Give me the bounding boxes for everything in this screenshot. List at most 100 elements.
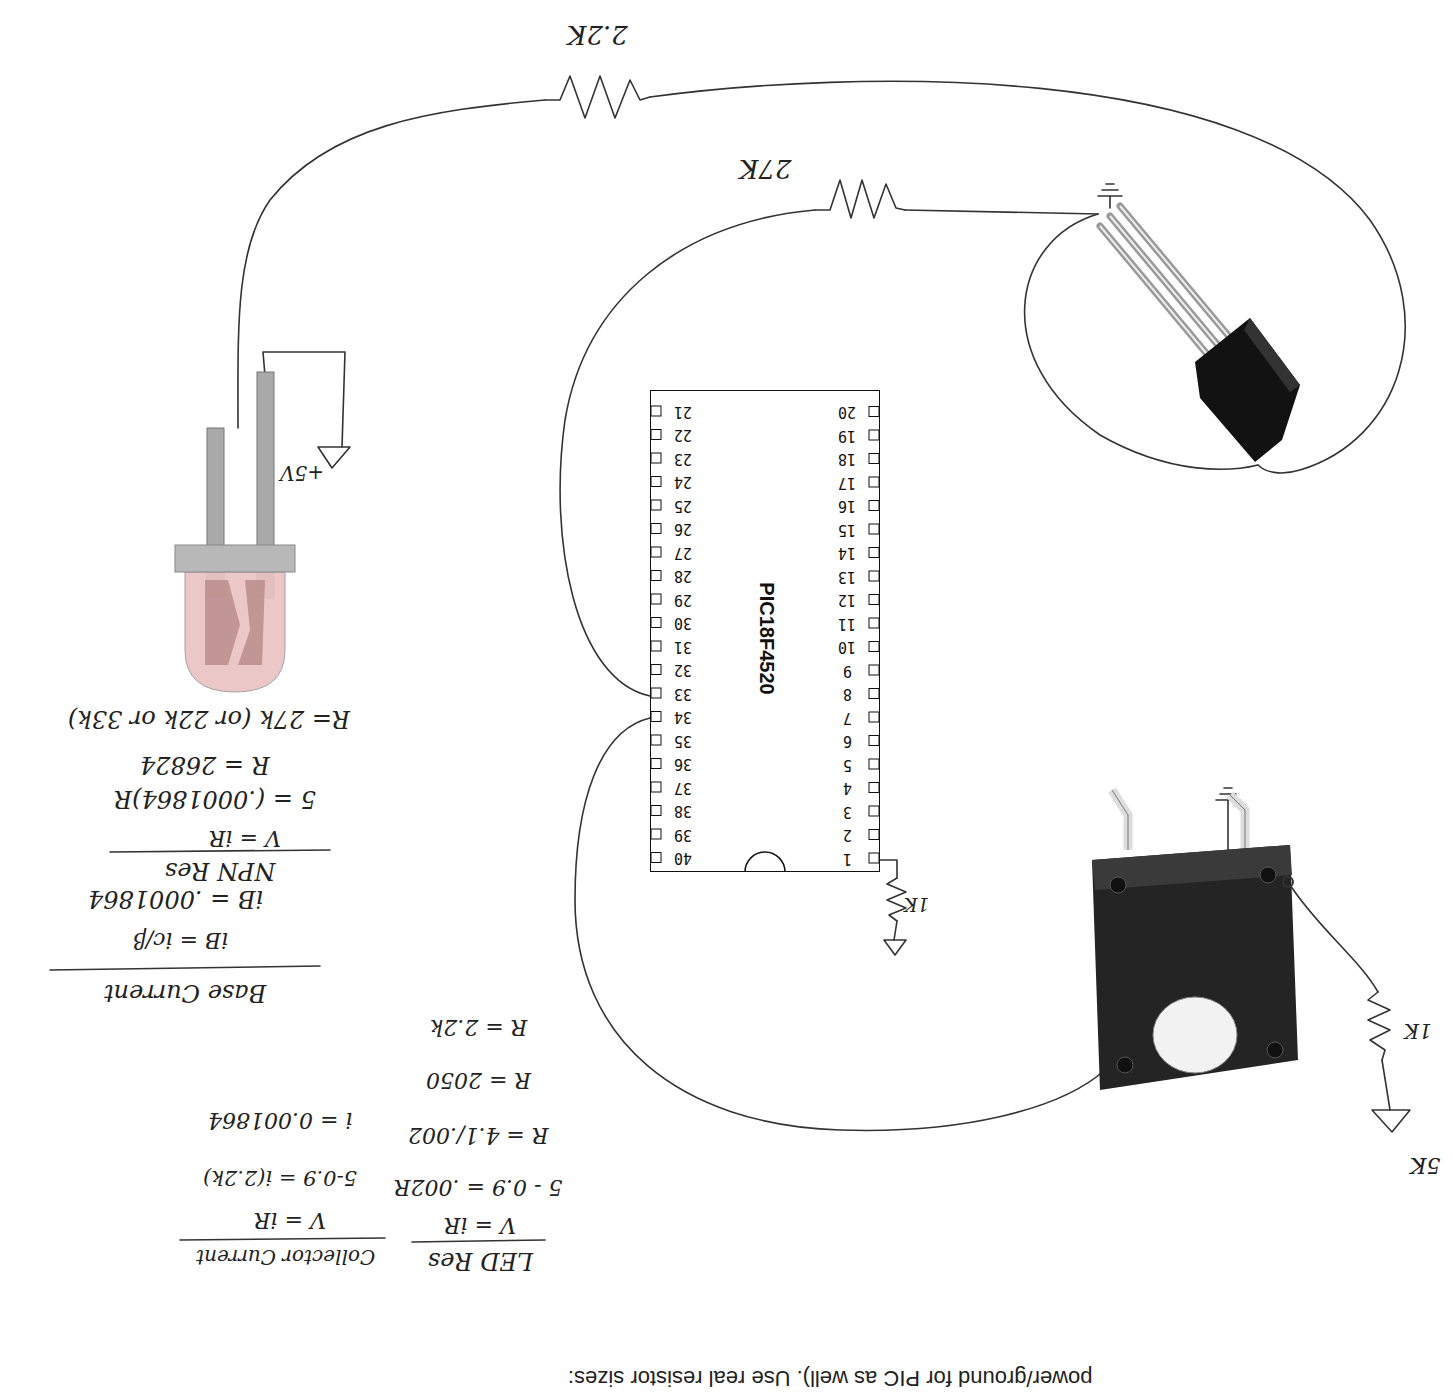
- pin-number: 21: [674, 403, 692, 420]
- pin-number: 33: [674, 685, 692, 702]
- pin-square: [651, 853, 661, 863]
- pin-number: 37: [674, 779, 692, 796]
- pin-number: 2: [843, 826, 852, 843]
- resistor-value: 1K: [1404, 1019, 1432, 1042]
- pin-number: 23: [674, 450, 692, 467]
- wire: [878, 860, 897, 878]
- pin-square: [869, 477, 879, 487]
- pin-square: [651, 571, 661, 581]
- pin-number: 1: [843, 850, 852, 867]
- pin-number: 20: [838, 403, 856, 420]
- pin-square: [651, 759, 661, 769]
- pin-number: 25: [674, 497, 692, 514]
- pin-square: [651, 477, 661, 487]
- pin-square: [869, 548, 879, 558]
- ground-symbol: [1372, 1110, 1410, 1132]
- pin-square: [651, 641, 661, 651]
- pin-number: 40: [674, 849, 692, 866]
- pin-number: 32: [674, 661, 692, 678]
- resistor-symbol: [545, 76, 650, 118]
- pin-number: 28: [674, 567, 692, 584]
- pin-square: [869, 736, 879, 746]
- pin-number: 13: [838, 568, 856, 585]
- pin-square: [869, 806, 879, 816]
- pin-square: [869, 618, 879, 628]
- pin-square: [651, 735, 661, 745]
- resistor-value: 2.2K: [567, 19, 628, 49]
- wire: [263, 352, 345, 447]
- calculation: V = iR: [444, 1213, 516, 1238]
- pin-number: 18: [838, 450, 856, 467]
- chip-name: PIC18F4520: [755, 582, 778, 694]
- resistor-symbol: [1368, 992, 1390, 1060]
- pin-square: [869, 524, 879, 534]
- pin-square: [869, 642, 879, 652]
- note: R= 27k (or 22k or 33k): [50, 704, 350, 732]
- pin-square: [651, 688, 661, 698]
- ground-symbol: [884, 940, 906, 955]
- pin-number: 9: [843, 662, 852, 679]
- calculation-heading: Base Current: [104, 978, 266, 1006]
- pin-number: 34: [674, 708, 692, 725]
- pin-number: 38: [674, 802, 692, 819]
- chip-pins: [651, 406, 879, 863]
- pin-number: 19: [838, 427, 856, 444]
- calculation: R = 26824: [140, 750, 270, 778]
- pin-number: 3: [843, 803, 852, 820]
- pin-square: [869, 689, 879, 699]
- pin-square: [651, 430, 661, 440]
- pin-number: 31: [674, 638, 692, 655]
- pin-number: 12: [838, 591, 856, 608]
- calculation: 5 = (.0001864)R: [114, 784, 316, 812]
- pin-number: 6: [843, 732, 852, 749]
- calculation-heading: LED Res: [428, 1246, 533, 1274]
- voltage-label: +5V: [280, 461, 324, 484]
- calculation: R = 2050: [426, 1068, 531, 1093]
- pin-square: [869, 454, 879, 464]
- underline: [50, 966, 320, 970]
- pin-square: [869, 853, 879, 863]
- calculation: i = 0.001864: [208, 1108, 352, 1133]
- pin-square: [869, 501, 879, 511]
- pin-square: [651, 782, 661, 792]
- calculation: V = iR: [209, 826, 281, 851]
- pin-number: 24: [674, 473, 692, 490]
- push-button-illustration: [1092, 790, 1298, 1090]
- pin-square: [651, 524, 661, 534]
- pin-square: [869, 407, 879, 417]
- calculation: 5-0.9 = i(2.2k): [203, 1166, 357, 1190]
- pin-square: [869, 712, 879, 722]
- pin-square: [869, 665, 879, 675]
- pin-number: 26: [674, 520, 692, 537]
- wire: [560, 210, 815, 696]
- pin-number: 35: [674, 732, 692, 749]
- pin-square: [869, 759, 879, 769]
- wire: [1290, 885, 1378, 992]
- resistor-symbol: [815, 180, 905, 218]
- underline: [180, 1238, 385, 1240]
- pin-square: [651, 406, 661, 416]
- wire: [650, 81, 1405, 473]
- pin-number: 4: [843, 779, 852, 796]
- pin-square: [869, 595, 879, 605]
- resistor-symbol: [887, 878, 906, 921]
- calculation: R = 4.1/.002: [408, 1123, 548, 1148]
- led-illustration: [175, 372, 295, 692]
- pin-square: [651, 712, 661, 722]
- wire: [894, 921, 897, 940]
- calculation: iB = ic/β: [133, 928, 228, 953]
- calculation-heading: NPN Res: [165, 856, 275, 884]
- pin-square: [869, 830, 879, 840]
- pin-number: 36: [674, 755, 692, 772]
- underline: [412, 1240, 545, 1242]
- pin-number: 5: [843, 756, 852, 773]
- pin-square: [651, 500, 661, 510]
- pin-number: 14: [838, 544, 856, 561]
- pin-number: 17: [838, 474, 856, 491]
- pin-square: [651, 453, 661, 463]
- pin-square: [869, 430, 879, 440]
- wire: [905, 210, 1098, 214]
- calculation: V = iR: [254, 1208, 326, 1233]
- pin-square: [651, 618, 661, 628]
